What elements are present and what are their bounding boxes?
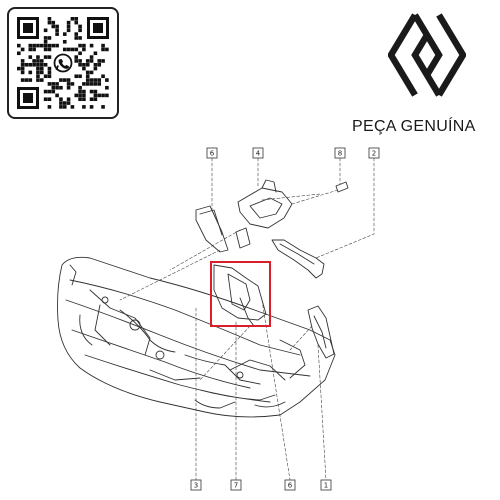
lower-bracket-part [307,305,335,359]
svg-text:6: 6 [288,482,293,490]
svg-text:4: 4 [256,150,261,158]
renault-logo [387,12,467,103]
genuine-part-label: PEÇA GENUÍNA [352,118,476,135]
svg-text:8: 8 [338,150,342,158]
callout-7: 7 [230,479,242,491]
callout-8: 8 [334,147,346,159]
qr-code-card[interactable] [7,7,119,119]
guide-rail-part [271,239,325,279]
upper-bracket-part [237,187,293,229]
renault-diamond-icon [387,13,467,97]
bumper-exploded-diagram: 6 4 8 2 3 7 6 1 [57,147,380,491]
clip-pin-part [335,181,349,193]
highlighted-part-frame [210,261,271,327]
svg-text:7: 7 [234,482,238,490]
callout-1: 1 [320,479,332,491]
callout-6-bottom: 6 [284,479,296,491]
grille-insert-part [195,205,229,253]
svg-text:3: 3 [194,482,198,490]
callout-6-top: 6 [206,147,218,159]
callout-3: 3 [190,479,202,491]
callout-2: 2 [368,147,380,159]
callout-4: 4 [252,147,264,159]
svg-text:6: 6 [210,150,215,158]
side-bracket-part [213,264,267,321]
whatsapp-qr-code-icon [15,15,111,111]
front-bumper-part [57,256,336,418]
callout-list: 6 4 8 2 3 7 6 1 [190,147,380,491]
svg-text:2: 2 [372,150,376,158]
svg-text:1: 1 [324,482,328,490]
